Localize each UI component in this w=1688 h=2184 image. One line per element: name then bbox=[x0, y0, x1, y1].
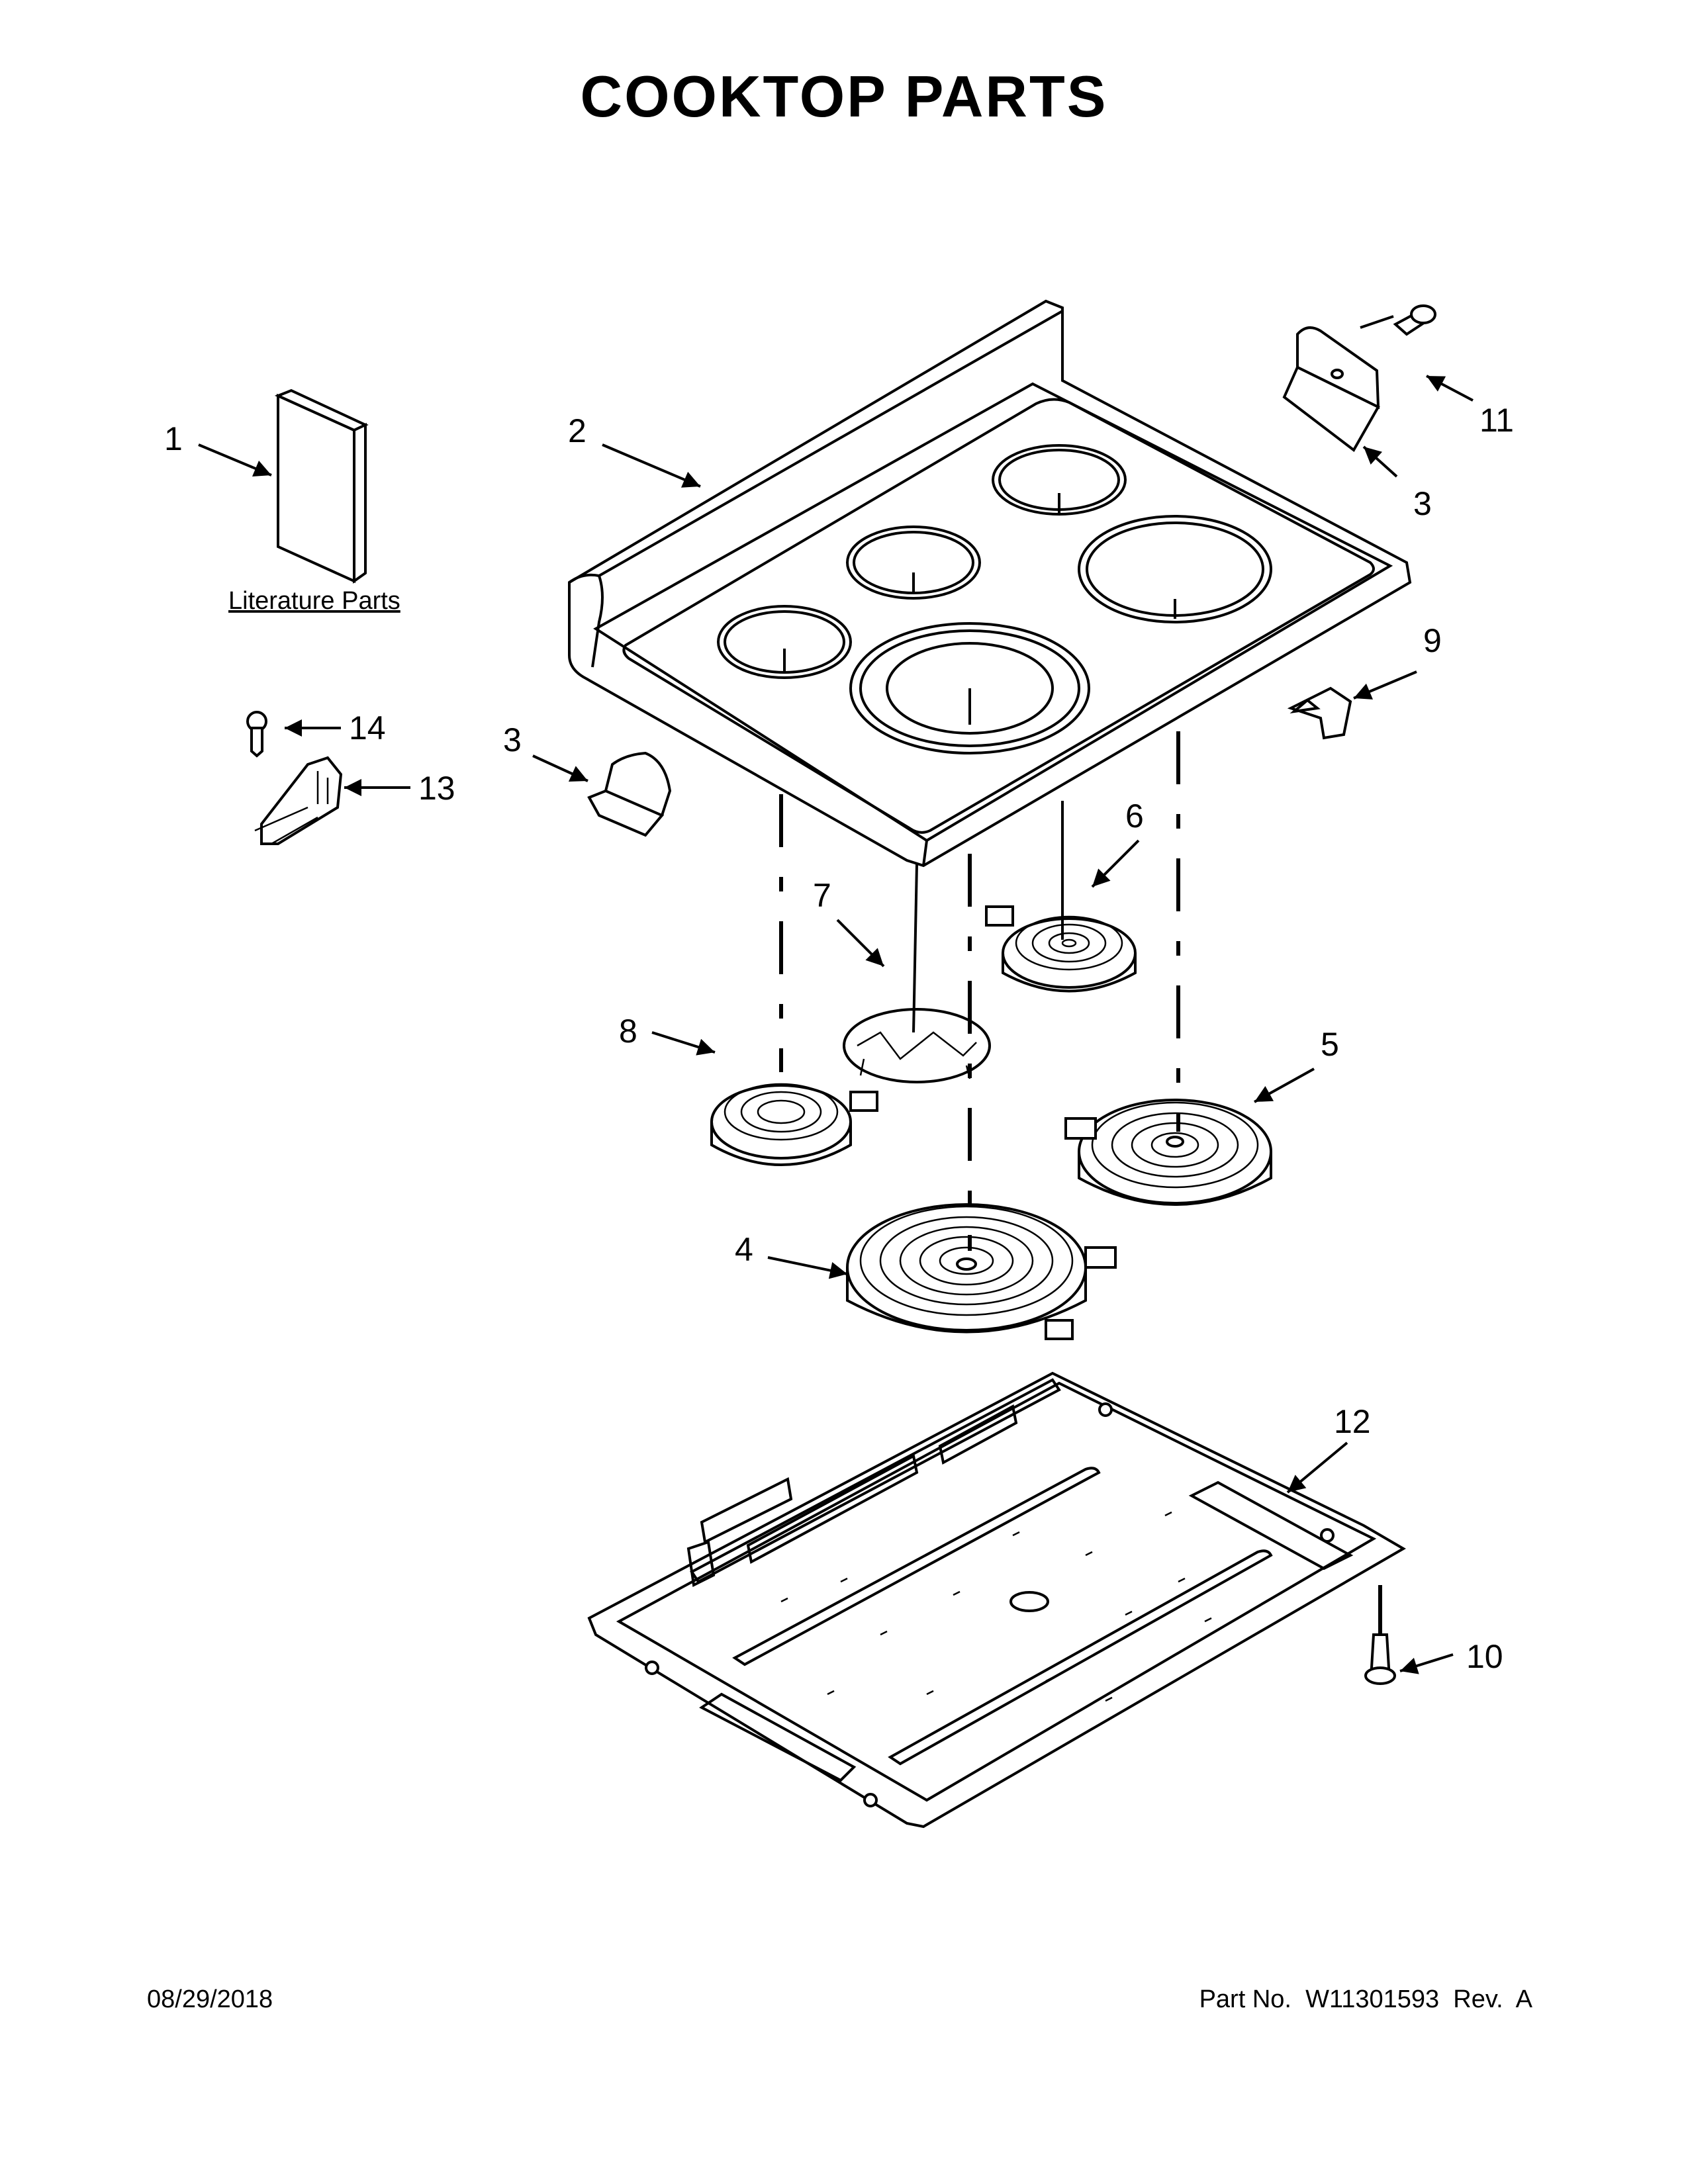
footer-date: 08/29/2018 bbox=[147, 1985, 273, 2013]
callout-11: 11 bbox=[1479, 402, 1514, 439]
page-title: COOKTOP PARTS bbox=[580, 64, 1108, 129]
callout-3-right: 3 bbox=[1413, 485, 1432, 522]
screw-bottom bbox=[1364, 1633, 1396, 1685]
burner-box bbox=[587, 1371, 1406, 1829]
callout-2: 2 bbox=[568, 412, 586, 449]
leader-arrows bbox=[198, 375, 1474, 1674]
radiant-element-front-left bbox=[710, 1083, 878, 1166]
radiant-element-front-dual bbox=[846, 1203, 1117, 1340]
literature-parts-label: Literature Parts bbox=[228, 587, 400, 615]
mounting-bracket-right bbox=[1282, 326, 1380, 452]
callout-9: 9 bbox=[1423, 622, 1442, 659]
callout-14: 14 bbox=[349, 709, 386, 747]
clip bbox=[1287, 686, 1352, 740]
callout-8: 8 bbox=[619, 1013, 637, 1050]
callout-10: 10 bbox=[1466, 1638, 1503, 1675]
callout-13: 13 bbox=[418, 770, 455, 807]
screw-small bbox=[246, 711, 267, 758]
callout-4: 4 bbox=[735, 1231, 753, 1268]
switch-bracket bbox=[254, 756, 343, 845]
callout-1: 1 bbox=[164, 420, 183, 457]
literature-booklet bbox=[274, 388, 369, 584]
cooktop-surface bbox=[568, 299, 1412, 868]
screw-top bbox=[1393, 304, 1436, 336]
callout-6: 6 bbox=[1125, 797, 1144, 835]
mounting-bracket-left bbox=[587, 751, 672, 837]
callout-7: 7 bbox=[813, 877, 831, 914]
assembly-lines bbox=[779, 315, 1394, 1635]
callout-3-left: 3 bbox=[503, 721, 522, 758]
radiant-element-right-large bbox=[1064, 1099, 1272, 1206]
footer-part-number: Part No. W11301593 Rev. A bbox=[1199, 1985, 1532, 2013]
callout-5: 5 bbox=[1321, 1026, 1339, 1063]
callout-12: 12 bbox=[1334, 1403, 1371, 1440]
radiant-element-small-back bbox=[985, 905, 1137, 993]
